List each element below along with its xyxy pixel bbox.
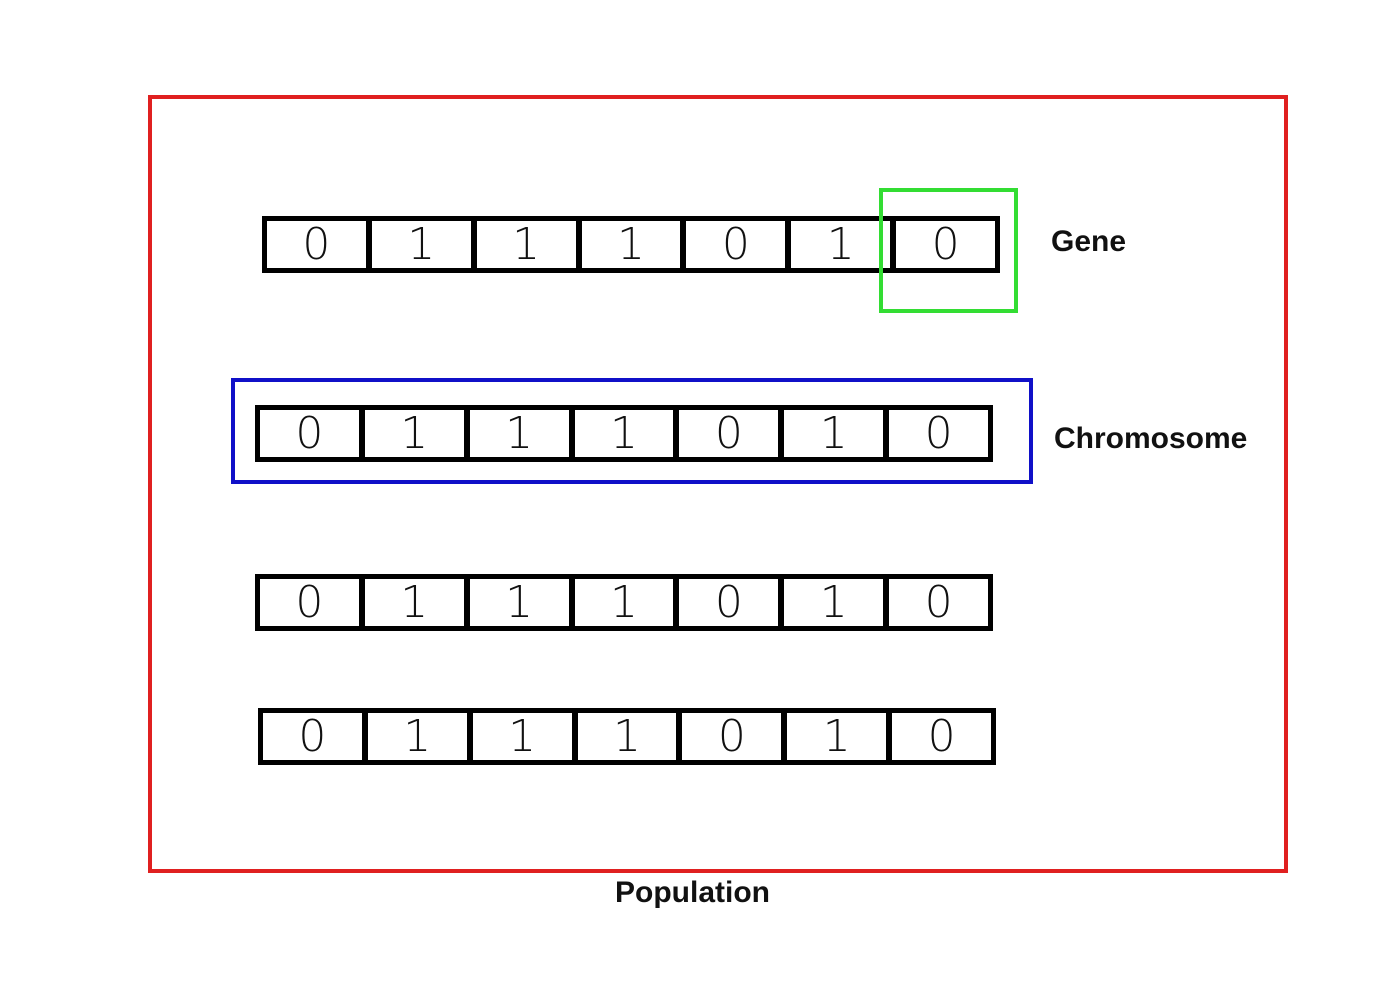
gene-cell: 1 xyxy=(778,410,883,457)
chromosome-row: 0 1 1 1 0 1 0 xyxy=(262,216,1000,273)
gene-cell: 0 xyxy=(890,221,995,268)
gene-cell: 0 xyxy=(298,710,327,762)
population-frame xyxy=(148,95,1288,873)
gene-cell: 0 xyxy=(676,713,781,760)
gene-cell: 1 xyxy=(568,579,674,626)
chromosome-row: 0 1 1 1 0 1 0 xyxy=(258,708,996,765)
chromosome-label: Chromosome xyxy=(1054,422,1248,455)
chromosome-highlight-frame xyxy=(231,378,1033,484)
gene-cell: 0 xyxy=(883,579,988,626)
gene-cell: 1 xyxy=(785,221,890,268)
gene-cell: 1 xyxy=(365,221,471,268)
gene-cell: 1 xyxy=(470,221,576,268)
gene-cell: 0 xyxy=(883,410,988,457)
gene-cell: 1 xyxy=(575,221,681,268)
gene-cell: 1 xyxy=(781,713,886,760)
gene-cell: 1 xyxy=(778,579,883,626)
gene-cell: 0 xyxy=(295,407,324,459)
chromosome-row: 0 1 1 1 0 1 0 xyxy=(255,405,993,462)
gene-cell: 1 xyxy=(463,410,569,457)
gene-cell: 1 xyxy=(358,410,464,457)
population-label: Population xyxy=(615,876,770,909)
gene-cell: 0 xyxy=(302,218,331,270)
gene-cell: 1 xyxy=(358,579,464,626)
gene-cell: 0 xyxy=(295,576,324,628)
gene-highlight-frame xyxy=(879,188,1018,313)
gene-cell: 1 xyxy=(571,713,677,760)
gene-label: Gene xyxy=(1051,225,1127,258)
gene-cell: 0 xyxy=(680,221,785,268)
gene-cell: 1 xyxy=(361,713,467,760)
gene-cell: 1 xyxy=(466,713,572,760)
gene-cell: 1 xyxy=(568,410,674,457)
gene-cell: 1 xyxy=(463,579,569,626)
gene-cell: 0 xyxy=(673,410,778,457)
chromosome-row: 0 1 1 1 0 1 0 xyxy=(255,574,993,631)
gene-cell: 0 xyxy=(886,713,991,760)
gene-cell: 0 xyxy=(673,579,778,626)
